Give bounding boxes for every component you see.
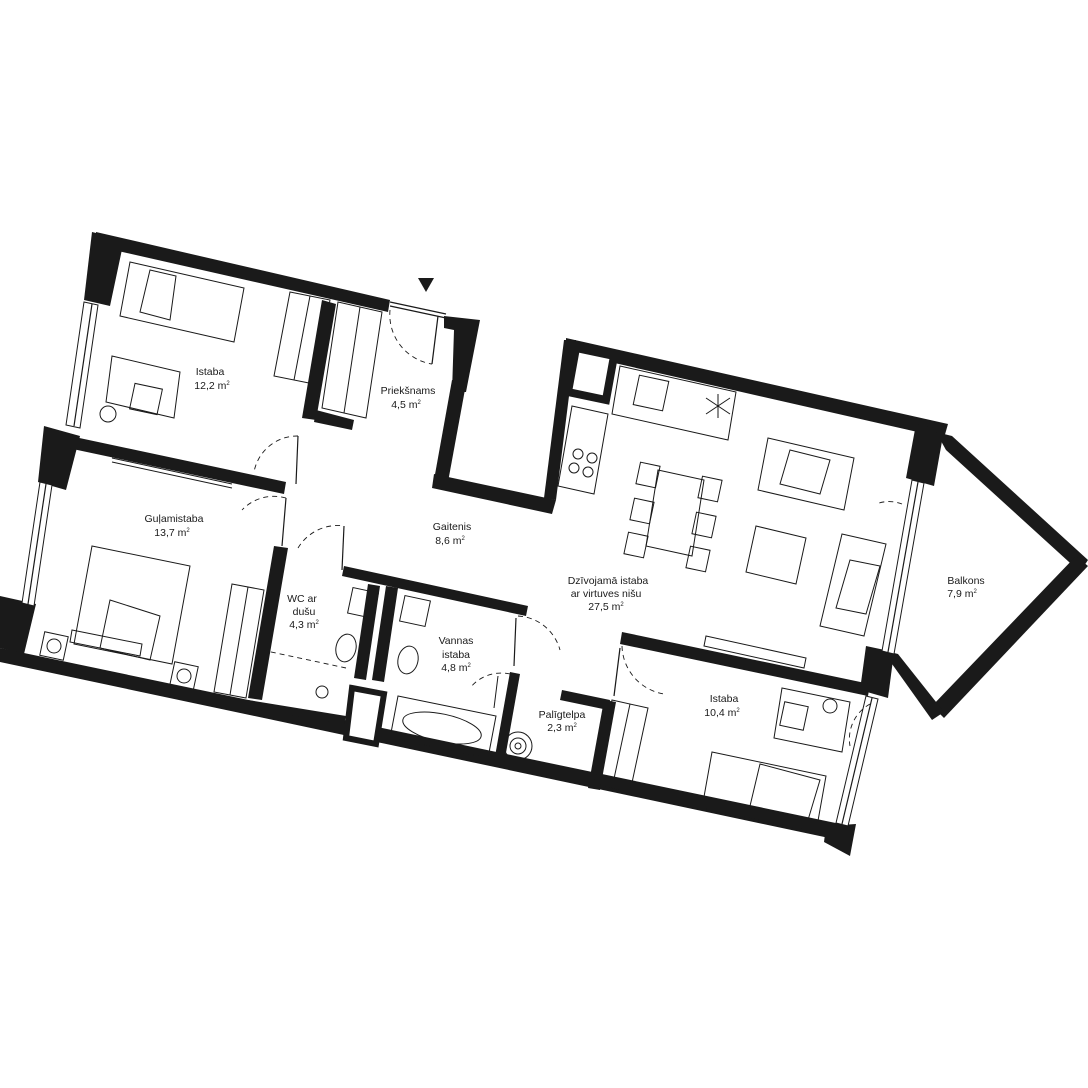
room-area-gulamistaba: 13,7 m — [154, 527, 186, 539]
room-area-paligtelpa: 2,3 m — [547, 722, 574, 734]
area-unit-sup: 2 — [226, 381, 230, 387]
area-unit-sup: 2 — [417, 400, 421, 406]
paligtelpa-appliance — [503, 731, 533, 761]
area-unit-sup: 2 — [315, 620, 319, 626]
room-name-istaba-2: Istaba — [710, 693, 739, 705]
desk-istaba-1 — [99, 355, 181, 423]
wardrobe-istaba-2 — [593, 699, 649, 793]
room-name-balkons: Balkons — [947, 575, 984, 587]
area-unit-sup: 2 — [620, 602, 624, 608]
room-area-wc: 4,3 m — [289, 619, 316, 631]
bed-gulamistaba — [73, 545, 191, 665]
svg-text:27,5 m2: 27,5 m2 — [588, 601, 624, 613]
area-unit-sup: 2 — [461, 536, 465, 542]
area-unit-sup: 2 — [467, 663, 471, 669]
wardrobe-gulamistaba — [213, 583, 265, 699]
room-area-istaba-1: 12,2 m — [194, 380, 226, 392]
room-name-paligtelpa: Palīgtelpa — [539, 709, 586, 721]
room-name-vannas-line2: istaba — [442, 649, 470, 661]
room-name-wc-line1: WC ar — [287, 593, 317, 605]
area-unit-sup: 2 — [973, 589, 977, 595]
entrance-arrow — [418, 278, 434, 292]
room-name-gulamistaba: Guļamistaba — [145, 513, 204, 525]
sofa-top — [757, 437, 855, 511]
room-labels: Istaba 12,2 m2 Priekšnams 4,5 m2 Guļamis… — [145, 366, 985, 734]
bathroom-vannas — [389, 594, 499, 759]
area-unit-sup: 2 — [573, 723, 577, 729]
balcony-outline — [882, 432, 1088, 720]
doors — [241, 309, 903, 747]
svg-text:7,9 m2: 7,9 m2 — [947, 588, 977, 600]
sofa-right — [819, 533, 887, 637]
bed-istaba-1 — [119, 261, 245, 343]
wardrobe-gulamistaba-rail — [111, 457, 233, 489]
room-name-dzivojama-line2: ar virtuves nišu — [571, 588, 642, 600]
tv-stand — [703, 635, 807, 669]
room-area-vannas: 4,8 m — [441, 662, 468, 674]
desk-istaba-2 — [773, 687, 851, 753]
room-area-istaba-2: 10,4 m — [704, 707, 736, 719]
room-name-dzivojama-line1: Dzīvojamā istaba — [568, 575, 649, 587]
room-area-prieksnams: 4,5 m — [391, 399, 418, 411]
nightstands-gulamistaba — [39, 629, 199, 691]
bed-istaba-2 — [701, 751, 827, 833]
coffee-table — [745, 525, 807, 585]
room-name-prieksnams: Priekšnams — [381, 385, 436, 397]
outer-walls — [0, 232, 948, 856]
wardrobe-istaba-1 — [273, 291, 383, 419]
svg-text:10,4 m2: 10,4 m2 — [704, 707, 740, 719]
dining-table — [623, 461, 723, 573]
svg-text:2,3 m2: 2,3 m2 — [547, 722, 577, 734]
svg-text:4,8 m2: 4,8 m2 — [441, 662, 471, 674]
kitchen — [557, 365, 737, 495]
room-area-dzivojama: 27,5 m — [588, 601, 620, 613]
room-name-istaba-1: Istaba — [196, 366, 225, 378]
room-area-balkons: 7,9 m — [947, 588, 974, 600]
bathroom-wc — [261, 586, 380, 699]
area-unit-sup: 2 — [186, 528, 190, 534]
svg-text:13,7 m2: 13,7 m2 — [154, 527, 190, 539]
room-name-wc-line2: dušu — [293, 606, 316, 618]
svg-text:12,2 m2: 12,2 m2 — [194, 380, 230, 392]
room-area-gaitenis: 8,6 m — [435, 535, 462, 547]
windows — [21, 301, 925, 827]
svg-text:8,6 m2: 8,6 m2 — [435, 535, 465, 547]
area-unit-sup: 2 — [736, 708, 740, 714]
svg-text:4,5 m2: 4,5 m2 — [391, 399, 421, 411]
room-name-vannas-line1: Vannas — [439, 635, 474, 647]
room-name-gaitenis: Gaitenis — [433, 521, 472, 533]
svg-text:4,3 m2: 4,3 m2 — [289, 619, 319, 631]
